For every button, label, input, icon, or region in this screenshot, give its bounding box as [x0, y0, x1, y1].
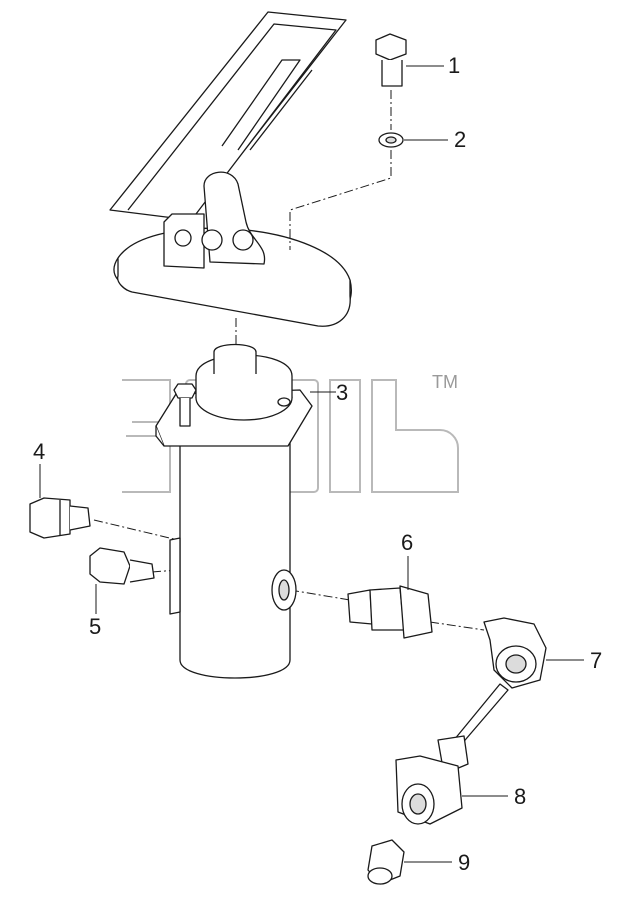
callout-4: 4	[33, 439, 45, 464]
elbow-fitting-7	[483, 617, 547, 689]
leader-lines	[39, 65, 584, 863]
callout-7: 7	[590, 648, 602, 673]
callout-1: 1	[448, 53, 460, 78]
pedal-assembly	[109, 11, 352, 327]
bolt	[375, 33, 407, 87]
callout-8: 8	[514, 784, 526, 809]
elbow-fitting-8	[395, 735, 469, 825]
callout-2: 2	[454, 127, 466, 152]
callout-9: 9	[458, 850, 470, 875]
nipple-fitting-9	[367, 839, 405, 885]
watermark-tm: TM	[432, 372, 458, 392]
straight-fitting-5	[89, 547, 155, 585]
callout-6: 6	[401, 530, 413, 555]
union-fitting-6	[347, 585, 433, 639]
washer	[378, 132, 404, 148]
assembly-centerlines	[93, 90, 485, 631]
callout-5: 5	[89, 614, 101, 639]
callout-labels: 1 2 3 4 5 6 7 8 9	[33, 53, 602, 875]
master-cylinder	[155, 343, 313, 679]
callout-3: 3	[336, 380, 348, 405]
straight-fitting-4	[29, 497, 91, 539]
